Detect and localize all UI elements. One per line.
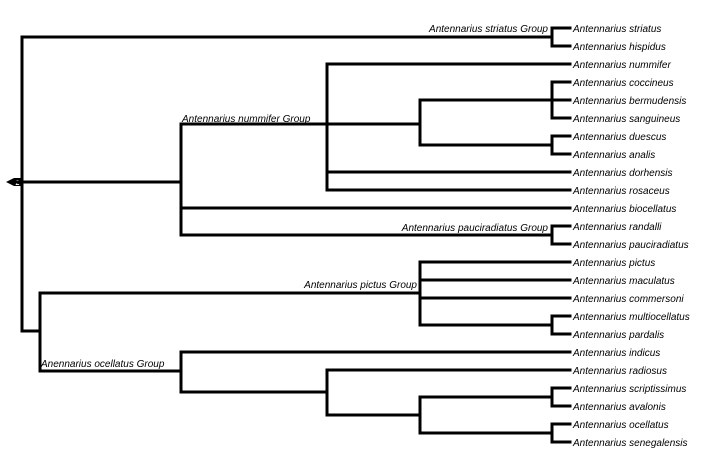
group-label-pauciradiatus: Antennarius pauciradiatus Group <box>401 223 549 234</box>
branch-striatus-group <box>550 26 572 48</box>
branch-multiocellatus-pair <box>550 314 572 336</box>
taxon-label: Antennarius nummifer <box>572 60 671 71</box>
taxon-label: Antennarius striatus <box>572 24 661 35</box>
taxon-label: Antennarius hispidus <box>572 42 666 53</box>
taxon-label: Antennarius duescus <box>572 132 666 143</box>
taxon-label: Antennarius commersoni <box>572 294 684 305</box>
group-label-nummifer: Antennarius nummifer Group <box>181 114 311 125</box>
taxon-label: Antennarius ocellatus <box>572 420 669 431</box>
taxon-label: Antennarius randalli <box>572 222 662 233</box>
branch-pauciradiatus-pair <box>550 224 572 246</box>
taxon-label: Antennarius pictus <box>572 258 655 269</box>
branch-scriptissimus-clade <box>418 395 554 435</box>
group-label-striatus: Antennarius striatus Group <box>428 24 548 35</box>
branch-coccineus-clade <box>418 98 554 147</box>
taxon-label: Antennarius senegalensis <box>572 438 688 449</box>
branch-ocellatus-group <box>179 350 572 394</box>
taxon-label: Antennarius indicus <box>572 348 660 359</box>
taxon-label: Antennarius pauciradiatus <box>572 240 689 251</box>
taxon-label: Antennarius dorhensis <box>572 168 673 179</box>
group-label-pictus: Antennarius pictus Group <box>303 280 417 291</box>
taxon-label: Antennarius analis <box>572 150 655 161</box>
taxon-label: Antennarius scriptissimus <box>572 384 686 395</box>
taxon-label: Antennarius pardalis <box>572 330 664 341</box>
taxon-label: Antennarius radiosus <box>572 366 667 377</box>
branch-lower-clade <box>38 291 422 373</box>
branch-scriptissimus-pair <box>550 386 572 408</box>
taxon-label: Antennarius sanguineus <box>572 114 680 125</box>
root-arrow-icon <box>6 178 14 186</box>
branch-coccineus-trio <box>550 80 572 120</box>
taxon-label: Antennarius rosaceus <box>572 186 670 197</box>
taxon-label: Antennarius coccineus <box>572 78 674 89</box>
taxon-label: Antennarius avalonis <box>572 402 666 413</box>
branch-radiosus-clade <box>325 368 572 417</box>
taxon-label: Antennarius maculatus <box>572 276 675 287</box>
branch-ocellatus-pair <box>550 422 572 444</box>
taxon-label: Antennarius biocellatus <box>572 204 676 215</box>
branch-duescus-pair <box>550 134 572 156</box>
group-label-ocellatus: Anennarius ocellatus Group <box>40 359 165 370</box>
branch-pictus-group <box>418 260 572 327</box>
branch-nummifer-group <box>179 122 572 237</box>
branch-root <box>12 35 554 333</box>
branch-nummifer-core <box>325 62 572 192</box>
taxon-label: Antennarius bermudensis <box>572 96 686 107</box>
taxon-label: Antennarius multiocellatus <box>572 312 690 323</box>
